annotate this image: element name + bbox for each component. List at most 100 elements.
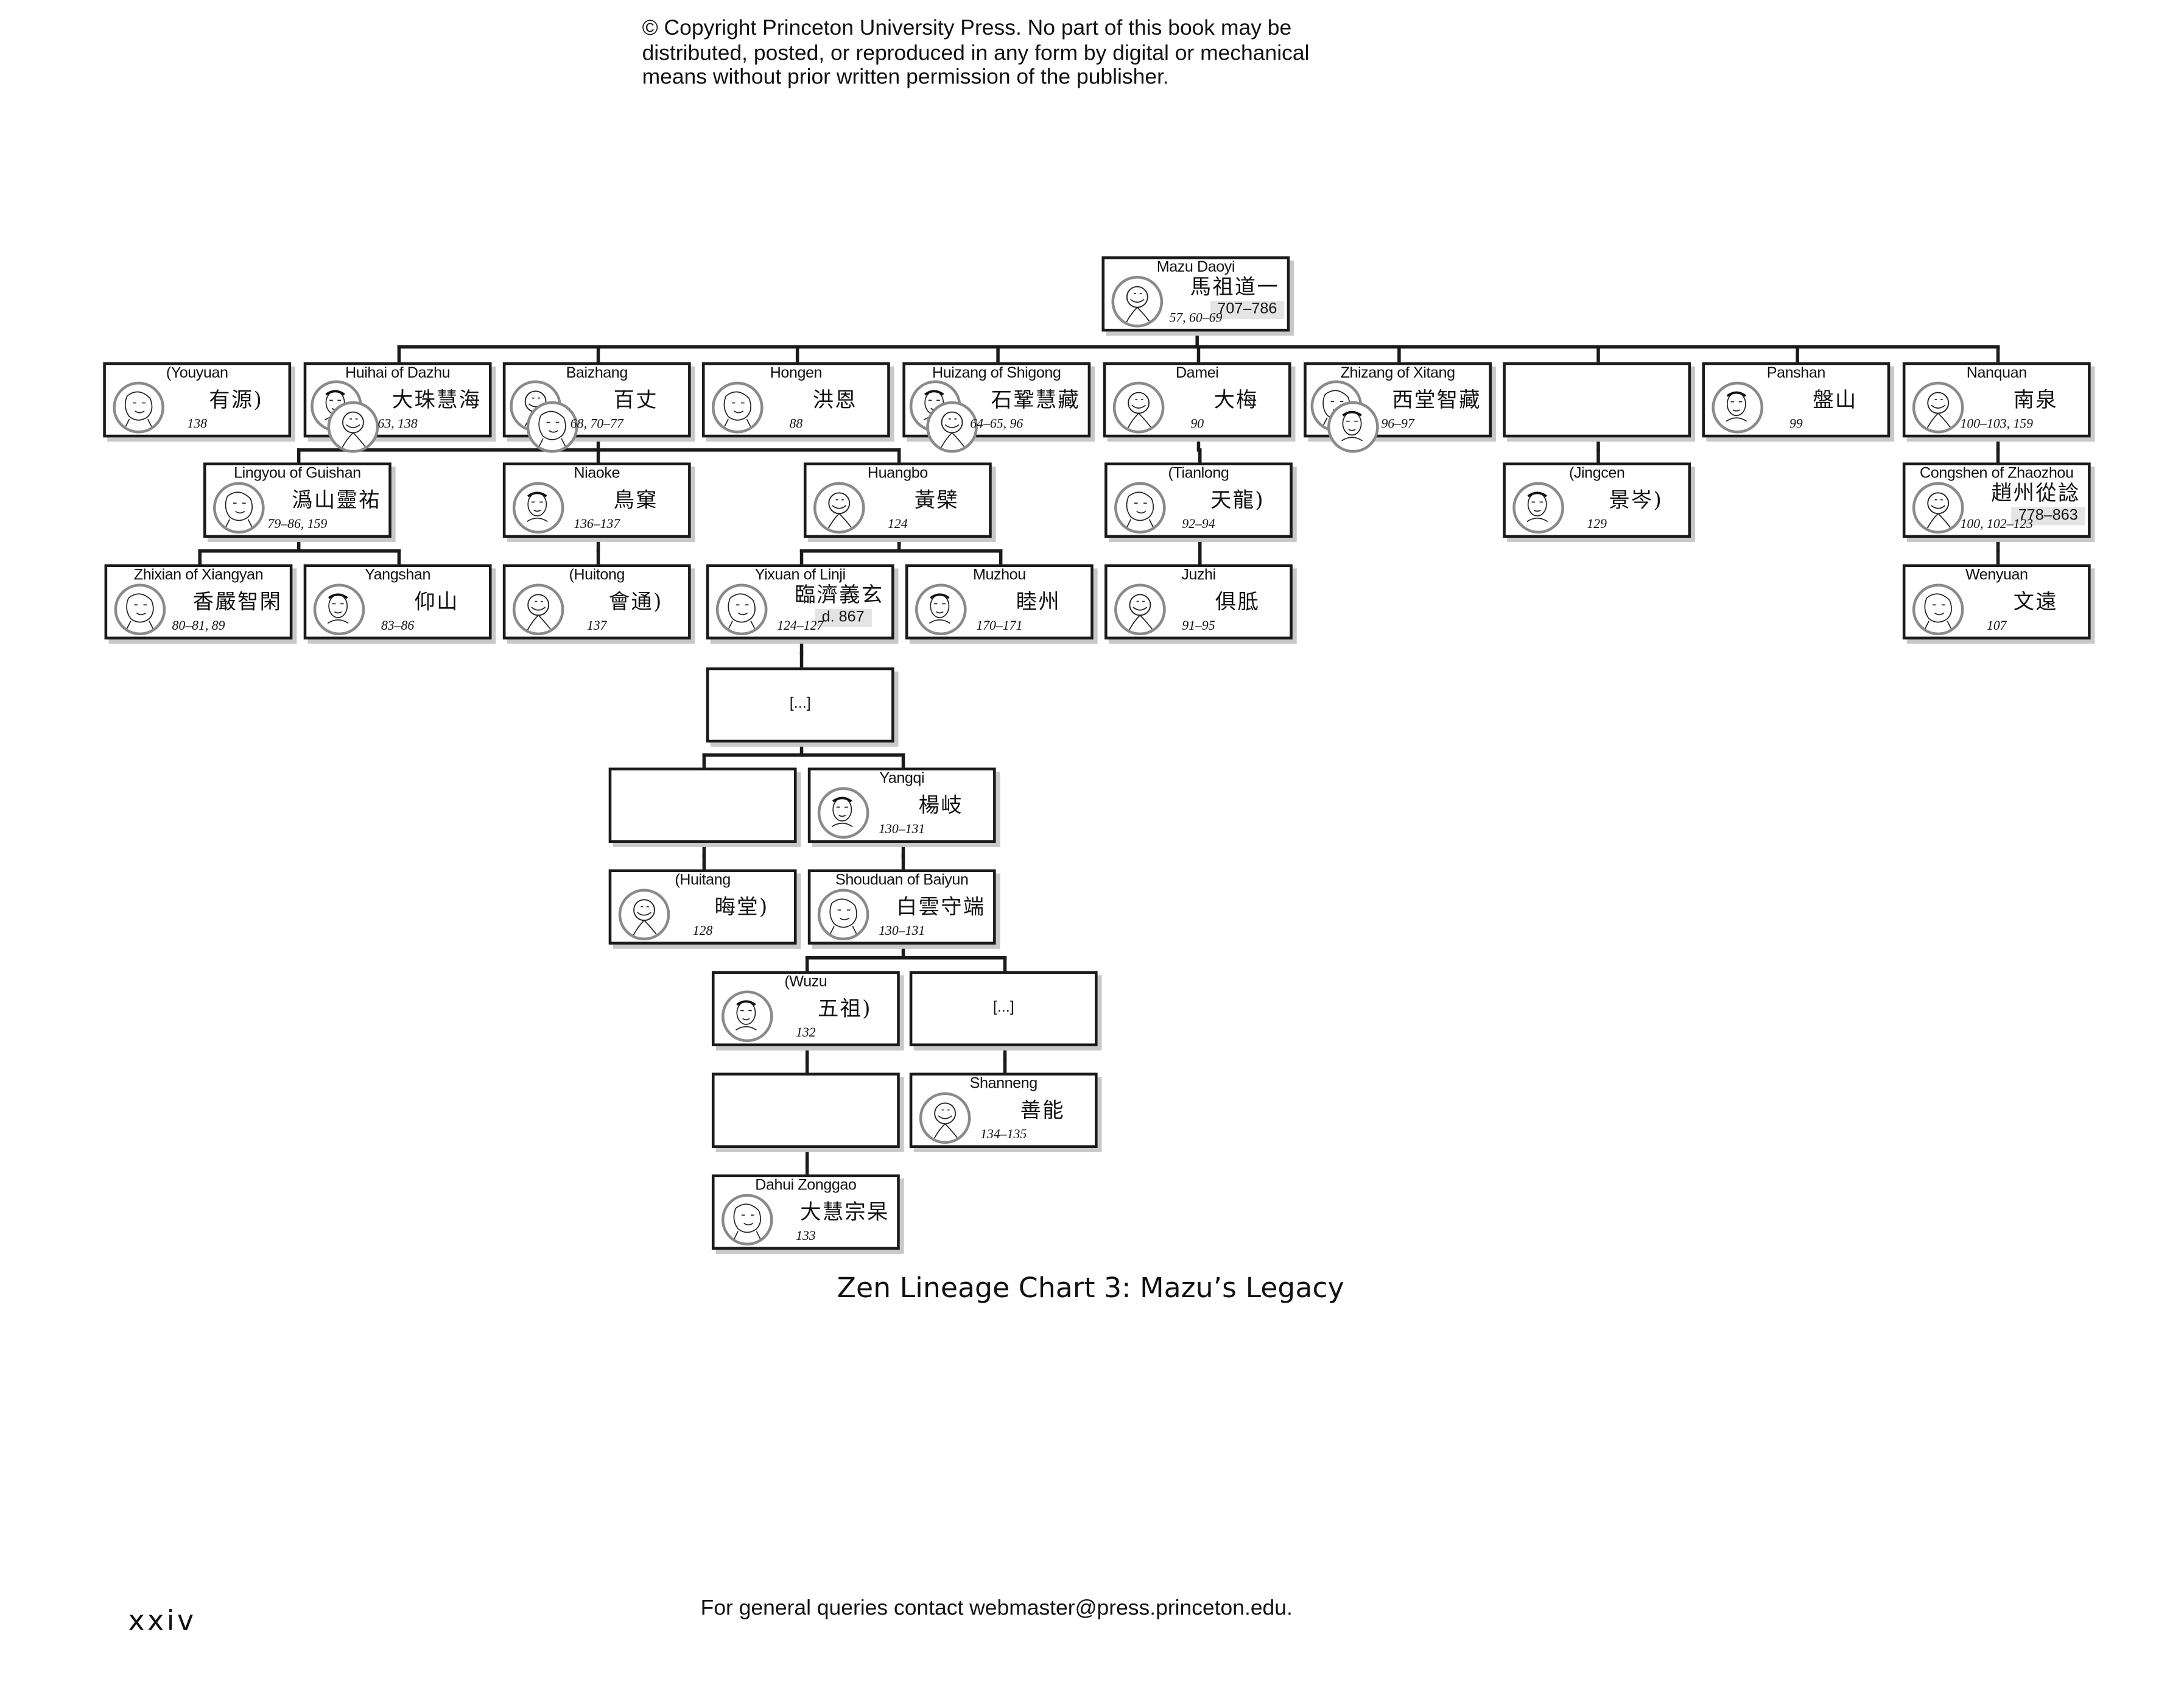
lineage-node-blank	[608, 767, 797, 843]
portrait-icon	[1912, 381, 1964, 434]
portrait-icon	[1512, 482, 1564, 534]
portrait-icon	[327, 401, 379, 453]
node-name: Mazu Daoyi	[1156, 259, 1235, 276]
node-page-refs: 128	[692, 924, 713, 939]
node-chinese-name: 大珠慧海	[392, 387, 482, 413]
node-page-refs: 124–127	[777, 619, 824, 634]
node-page-refs: 79–86, 159	[267, 518, 328, 532]
portrait-icon	[1114, 482, 1166, 534]
portrait-icon	[715, 583, 768, 636]
portrait-icon	[313, 583, 365, 636]
node-chinese-name: 洪恩	[812, 387, 858, 413]
portrait-icon	[1327, 401, 1379, 453]
node-chinese-name: 善能	[1020, 1097, 1065, 1123]
copyright-notice: © Copyright Princeton University Press. …	[642, 16, 1310, 90]
omission-marker: [...]	[789, 695, 811, 712]
node-name: Juzhi	[1181, 567, 1216, 584]
node-chinese-name: 五祖)	[817, 996, 872, 1021]
lineage-node-blank	[711, 1072, 900, 1148]
lineage-node-huihai-of-dazhu: Huihai of Dazhu 大珠慧海 63, 138	[303, 362, 492, 453]
portrait-icon	[1112, 381, 1165, 434]
node-name: Hongen	[770, 365, 823, 382]
node-page-refs: 107	[1986, 619, 2007, 634]
node-chinese-name: 大梅	[1213, 387, 1259, 413]
portrait-icon	[721, 1194, 773, 1246]
node-name: Zhixian of Xiangyan	[133, 567, 264, 584]
node-name: Wenyuan	[1965, 567, 2028, 584]
node-page-refs: 63, 138	[377, 418, 418, 432]
node-page-refs: 88	[789, 418, 803, 432]
node-page-refs: 138	[187, 418, 207, 432]
node-name: Lingyou of Guishan	[234, 465, 361, 482]
node-page-refs: 124	[888, 518, 908, 532]
node-name: (Jingcen	[1568, 465, 1625, 482]
page-number: xxiv	[128, 1604, 197, 1637]
node-name: Shanneng	[969, 1076, 1038, 1093]
portrait-icon	[1114, 583, 1166, 636]
lineage-node-jingcen: (Jingcen 景岑)129	[1503, 462, 1691, 538]
node-chinese-name: 馬祖道一	[1190, 274, 1280, 300]
lineage-node-hongen: Hongen 洪恩 88	[701, 362, 890, 438]
node-chinese-name: 黃檗	[914, 487, 960, 513]
lineage-node-wenyuan: Wenyuan 文遠 107	[1902, 564, 2091, 640]
node-name: Damei	[1175, 365, 1219, 382]
portrait-icon	[1111, 275, 1164, 328]
node-chinese-name: 盤山	[1813, 387, 1858, 413]
portrait-icon	[721, 990, 773, 1043]
node-name: Muzhou	[972, 567, 1026, 584]
node-chinese-name: 白雲守端	[896, 894, 986, 920]
node-page-refs: 64–65, 96	[970, 418, 1024, 432]
node-name: (Huitang	[675, 872, 731, 889]
copyright-line: distributed, posted, or reproduced in an…	[642, 41, 1310, 65]
node-name: Huihai of Dazhu	[345, 365, 451, 382]
node-name: Yangshan	[365, 567, 431, 584]
node-chinese-name: 景岑)	[1609, 487, 1663, 513]
caption-text: Zen Lineage Chart 3: Mazu’s Legacy	[837, 1270, 1344, 1304]
node-page-refs: 170–171	[976, 619, 1023, 634]
node-chinese-name: 臨濟義玄	[795, 582, 884, 608]
node-page-refs: 68, 70–77	[570, 418, 623, 432]
node-chinese-name: 俱胝	[1215, 589, 1260, 614]
node-chinese-name: 仰山	[414, 589, 459, 614]
node-chinese-name: 楊岐	[918, 792, 963, 818]
node-name: (Tianlong	[1168, 465, 1229, 482]
node-page-refs: 133	[796, 1230, 816, 1244]
node-name: Shouduan of Baiyun	[835, 872, 969, 889]
node-page-refs: 129	[1587, 518, 1607, 532]
portrait-icon	[817, 787, 869, 839]
portrait-icon	[926, 401, 978, 453]
node-name: Niaoke	[574, 465, 620, 482]
node-page-refs: 130–131	[879, 823, 925, 837]
portrait-icon	[512, 583, 564, 636]
node-chinese-name: 趙州從諗	[1991, 481, 2080, 506]
node-chinese-name: 潙山靈祐	[292, 487, 381, 513]
portrait-icon	[817, 889, 869, 941]
portrait-icon	[113, 381, 164, 434]
lineage-node-omitted: [...]	[909, 971, 1098, 1046]
node-page-refs: 96–97	[1381, 418, 1414, 432]
node-dates-badge: 707–786	[1210, 301, 1284, 319]
node-chinese-name: 文遠	[2013, 589, 2058, 614]
node-chinese-name: 西堂智藏	[1392, 387, 1481, 413]
node-name: (Huitong	[569, 567, 625, 584]
node-name: Nanquan	[1966, 365, 2027, 382]
portrait-icon	[711, 381, 764, 434]
node-name: Panshan	[1766, 365, 1826, 382]
portrait-icon	[618, 889, 670, 941]
node-chinese-name: 百丈	[613, 387, 658, 413]
node-name: Dahui Zonggao	[755, 1177, 857, 1194]
